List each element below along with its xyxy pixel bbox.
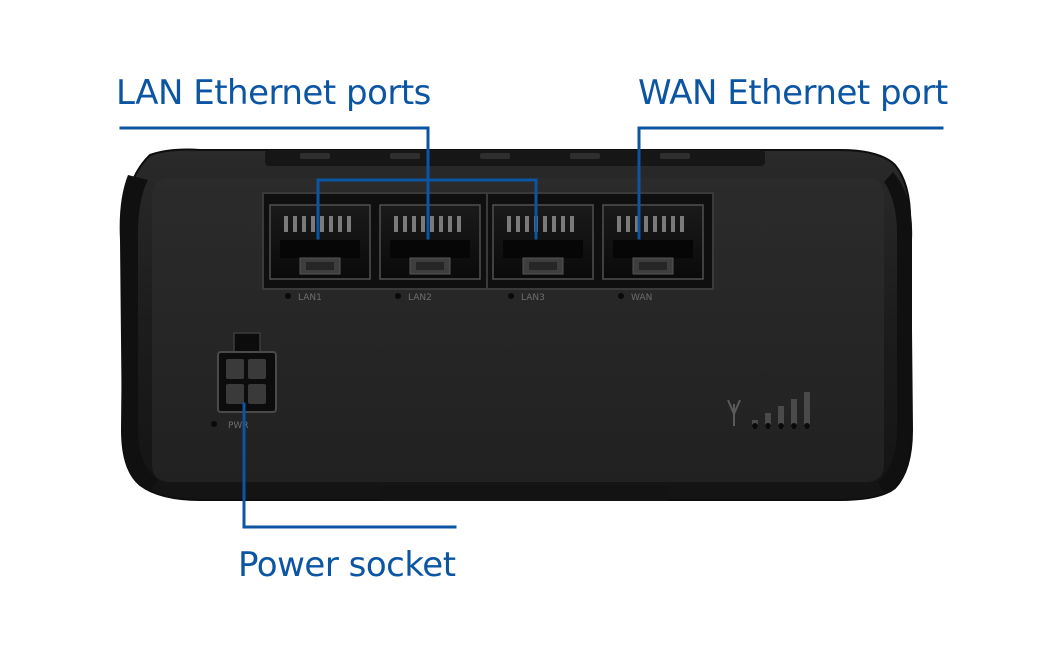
wan-port-callout: WAN Ethernet port [638, 73, 948, 113]
ethernet-port-lan3: LAN3 [492, 204, 594, 303]
port-led [618, 293, 624, 299]
lan-ports-callout: LAN Ethernet ports [116, 73, 431, 113]
power-label: PWR [228, 421, 249, 431]
top-ridge-notches [300, 153, 690, 159]
signal-bar [804, 392, 810, 428]
ethernet-port-wan: WAN [602, 204, 704, 303]
antenna-signal-icon [727, 392, 810, 429]
signal-bar [791, 399, 797, 428]
port-led [285, 293, 291, 299]
port-label: WAN [631, 293, 652, 303]
ethernet-port-lan1: LAN1 [269, 204, 371, 303]
signal-bar [765, 413, 771, 428]
top-ridge [265, 150, 765, 166]
signal-bar [778, 406, 784, 428]
port-label: LAN1 [298, 293, 322, 303]
port-led [508, 293, 514, 299]
port-label: LAN3 [521, 293, 545, 303]
power-socket-callout: Power socket [238, 545, 456, 585]
port-led [395, 293, 401, 299]
bottom-ridge [380, 485, 670, 501]
led-indicator-icon [211, 421, 217, 427]
port-label: LAN2 [408, 293, 432, 303]
callout-lines [119, 126, 944, 529]
ethernet-port-lan2: LAN2 [379, 204, 481, 303]
right-bumper [878, 172, 913, 494]
power-connector-icon [217, 332, 277, 413]
ethernet-ports: LAN1 LAN2 LAN3 WAN [269, 204, 704, 303]
left-bumper [119, 175, 158, 492]
